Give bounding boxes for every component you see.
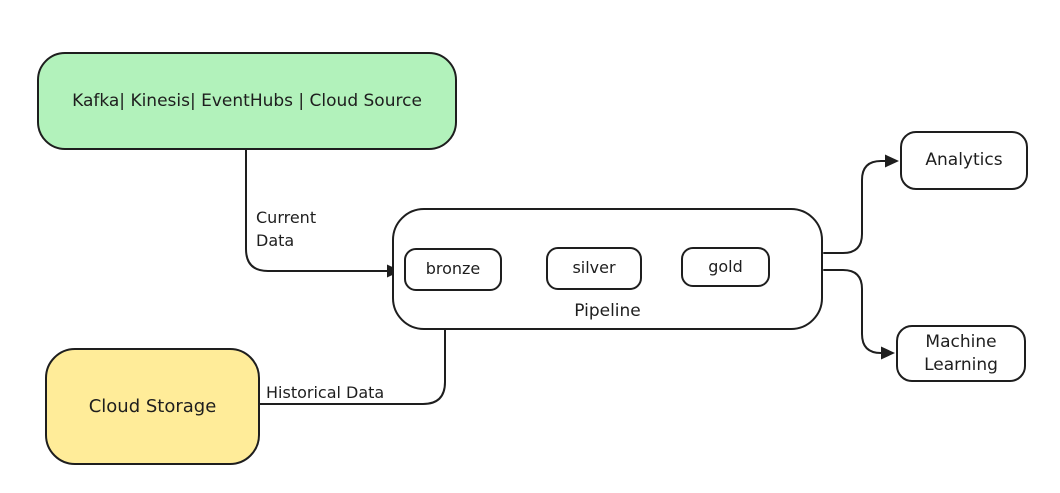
arrow-pipeline-to-analytics (823, 154, 899, 254)
node-silver: silver (546, 247, 642, 290)
machine-learning-label: Machine Learning (924, 332, 998, 375)
node-cloud-storage: Cloud Storage (45, 348, 260, 465)
cloud-source-label: Kafka| Kinesis| EventHubs | Cloud Source (72, 90, 422, 111)
node-bronze: bronze (404, 248, 502, 291)
pipeline-label: Pipeline (574, 300, 641, 321)
bronze-label: bronze (425, 259, 481, 279)
gold-label: gold (708, 256, 743, 276)
edge-label-historical-data: Historical Data (266, 383, 385, 402)
node-machine-learning: Machine Learning (896, 325, 1026, 382)
node-analytics: Analytics (900, 131, 1028, 190)
analytics-label: Analytics (925, 150, 1003, 171)
cloud-storage-label: Cloud Storage (88, 395, 217, 417)
arrow-pipeline-to-machine-learning (823, 269, 895, 360)
edge-label-current-data: Current Data (256, 208, 317, 251)
silver-label: silver (572, 258, 616, 278)
node-cloud-source: Kafka| Kinesis| EventHubs | Cloud Source (37, 52, 457, 150)
node-gold: gold (681, 247, 770, 287)
